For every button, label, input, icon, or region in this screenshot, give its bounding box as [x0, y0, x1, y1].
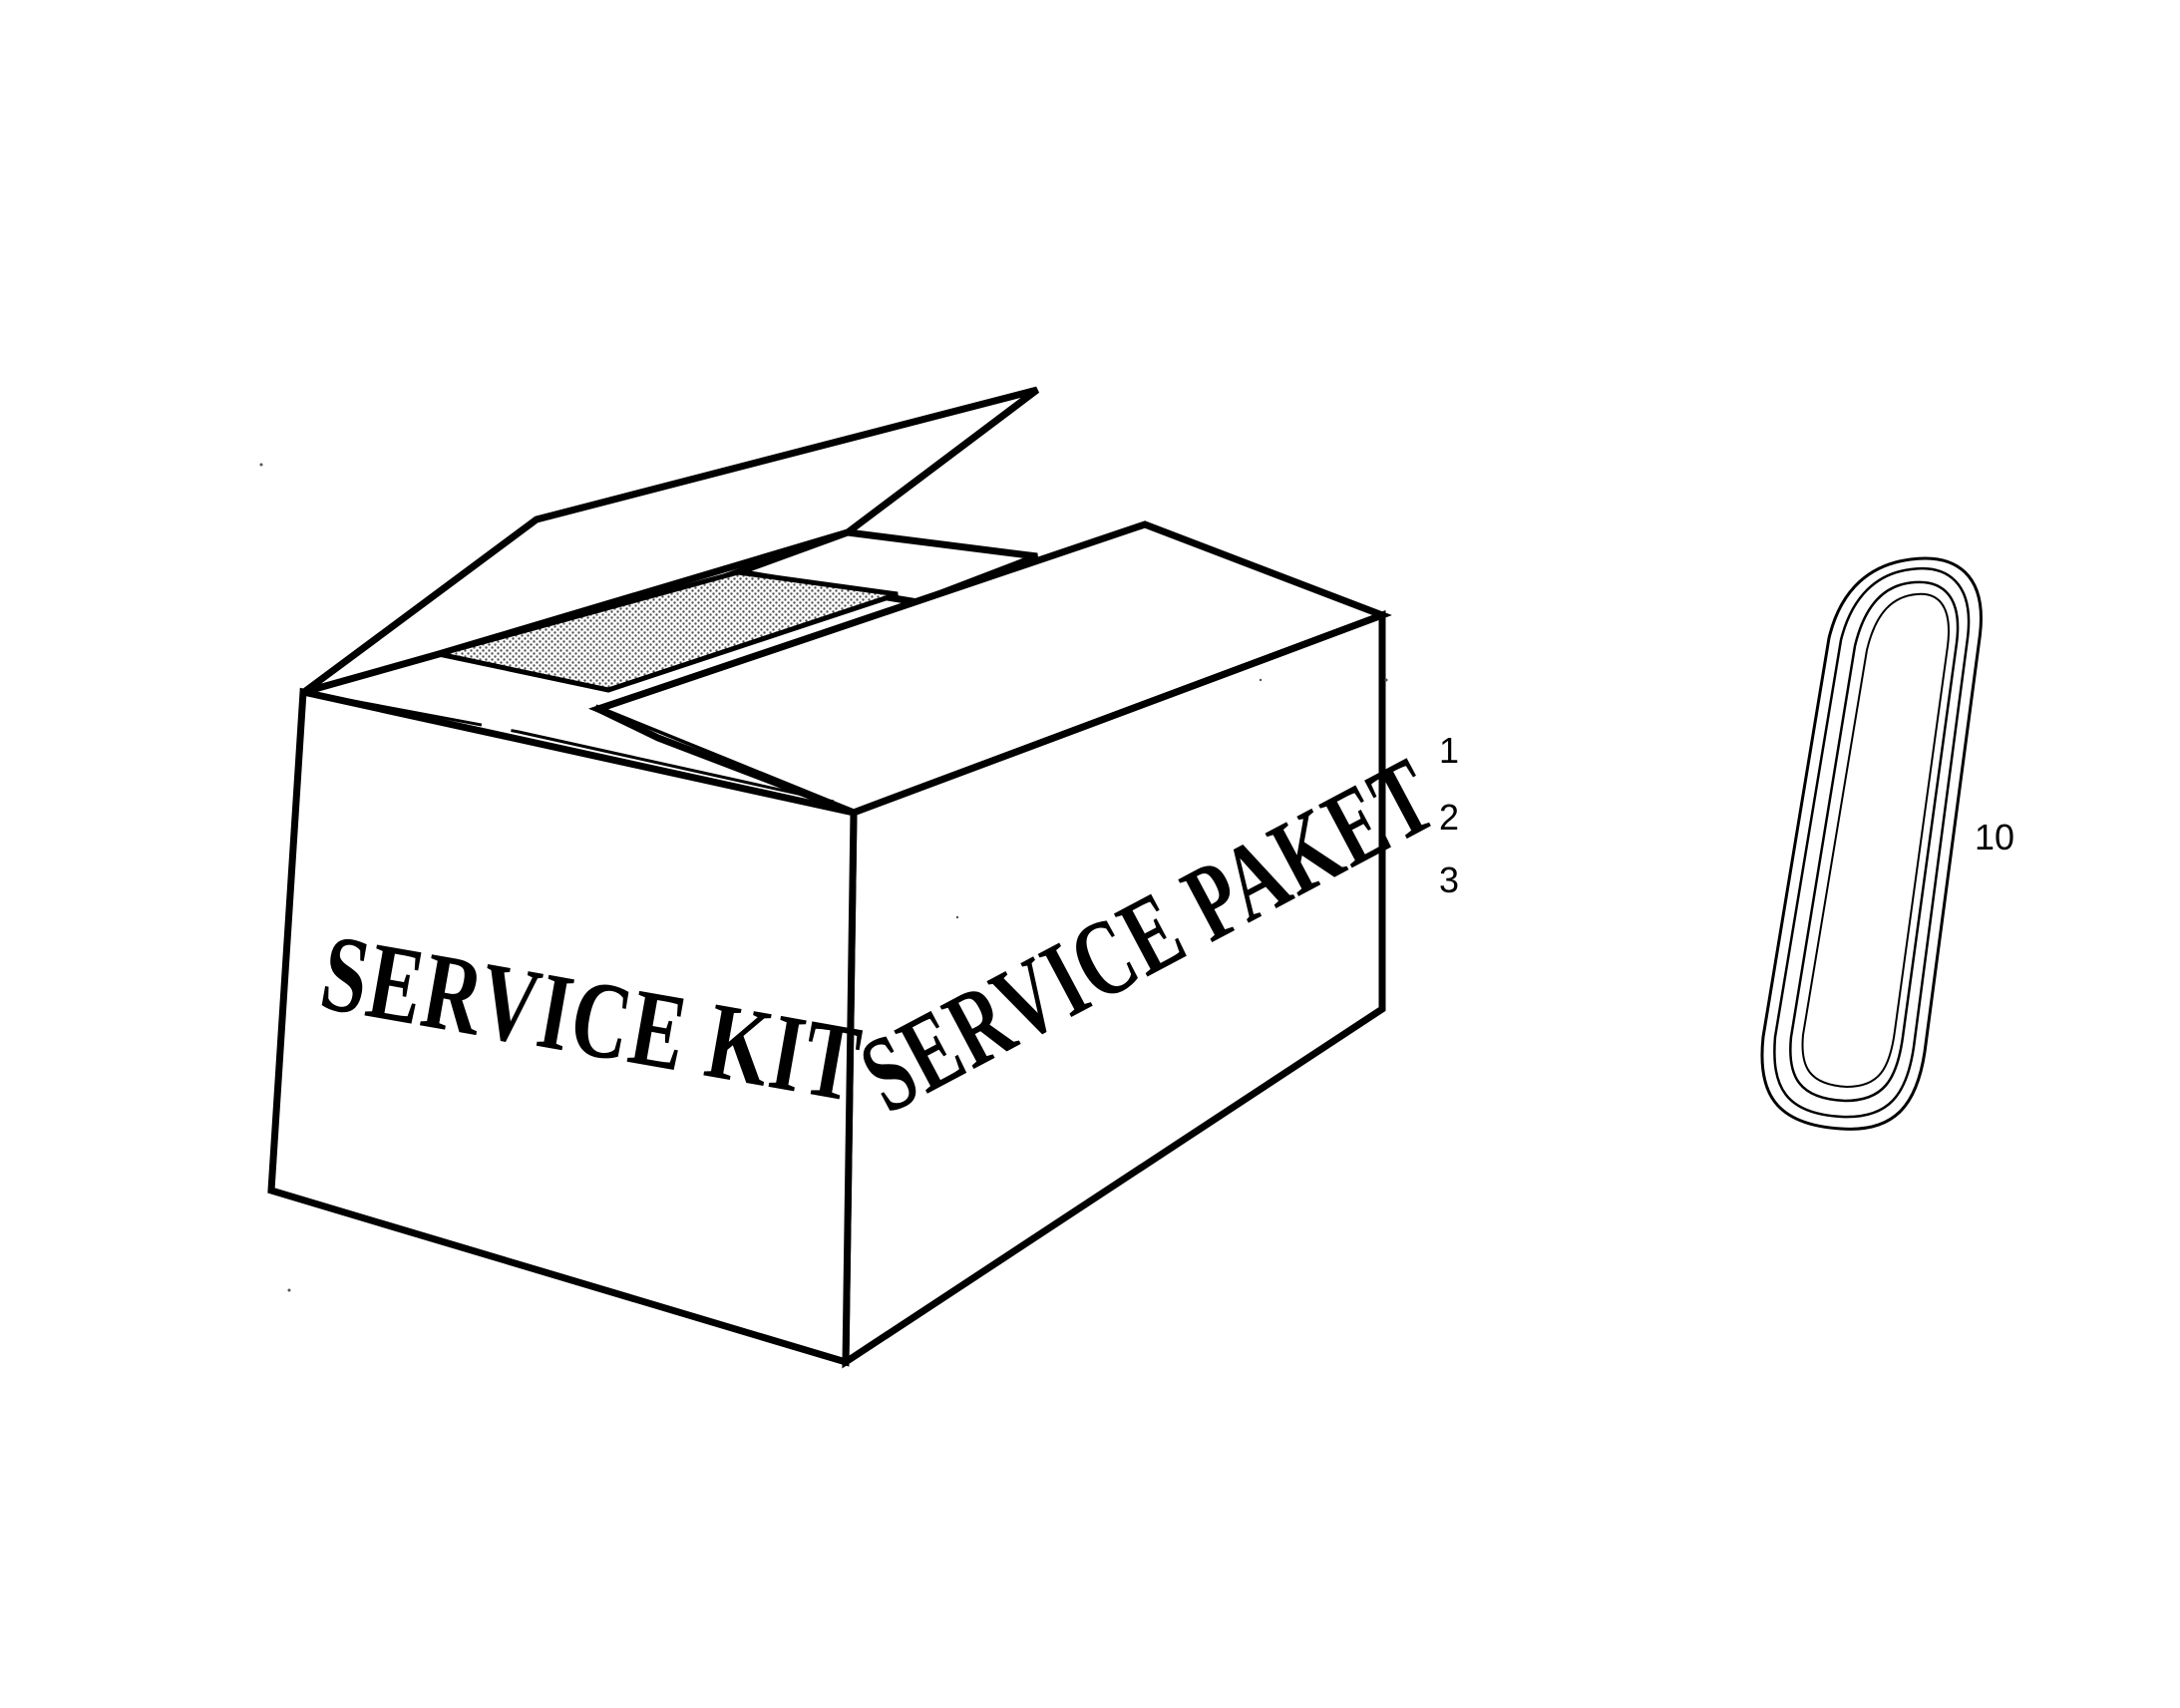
service-kit-box-icon: SERVICE KIT SERVICE PAKET: [267, 386, 1454, 1369]
drive-belt-icon: [1760, 556, 1983, 1131]
box-flap-edge: [593, 704, 859, 818]
belt-outer: [1760, 556, 1983, 1131]
box-fold-line: [304, 690, 835, 804]
callout-3: 3: [1439, 859, 1459, 900]
callout-2: 2: [1439, 797, 1459, 838]
box-interior: [438, 569, 899, 693]
belt-mid: [1773, 566, 1971, 1119]
belt-inner-edge: [1801, 592, 1950, 1089]
box-front-face: [267, 687, 858, 1367]
box-back-flap: [301, 386, 1040, 696]
belt-inner: [1789, 580, 1960, 1103]
callout-1: 1: [1439, 730, 1459, 771]
scan-specks: [259, 463, 1388, 1292]
callout-10: 10: [1975, 817, 2014, 857]
